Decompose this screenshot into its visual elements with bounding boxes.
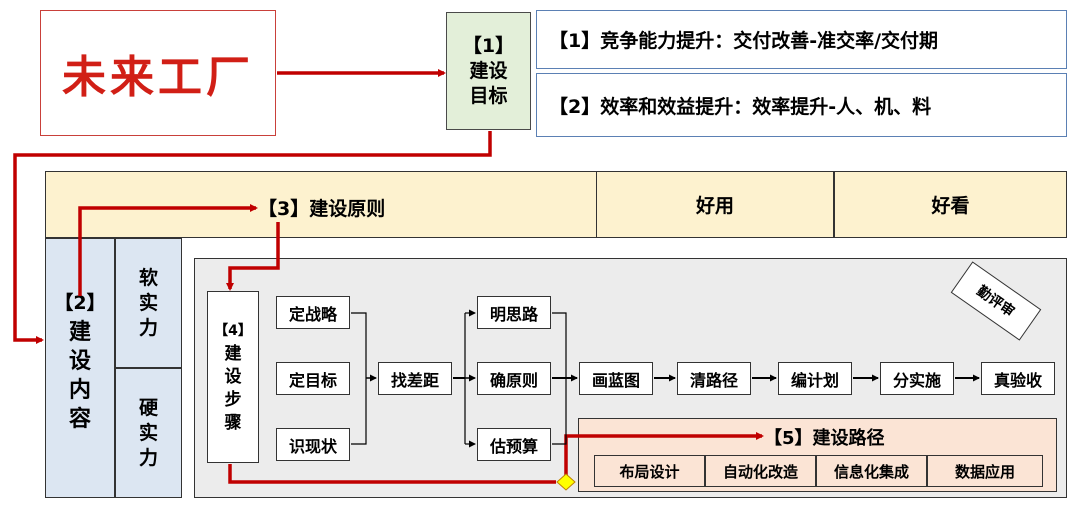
hard-char2: 实 — [138, 421, 158, 444]
step-identify-status-text: 识现状 — [288, 436, 337, 456]
step-clarify-idea: 明思路 — [477, 296, 551, 329]
step-identify-status: 识现状 — [276, 428, 350, 461]
step-confirm-principle-text: 确原则 — [489, 370, 538, 390]
goal-item-1-text: 【1】竞争能力提升：交付改善-准交率/交付期 — [549, 30, 939, 52]
bracket-left — [351, 312, 367, 445]
principle-good-use-text: 好用 — [695, 195, 734, 217]
steps-label-char1: 建 — [224, 343, 242, 364]
goal-item-2-text: 【2】效率和效益提升：效率提升-人、机、料 — [549, 95, 932, 118]
goal-item-competitiveness: 【1】竞争能力提升：交付改善-准交率/交付期 — [536, 10, 1067, 69]
step-confirm-principle: 确原则 — [477, 362, 551, 395]
principle-good-look: 好看 — [834, 171, 1067, 238]
content-label-char2: 设 — [68, 349, 91, 374]
step-define-strategy-text: 定战略 — [288, 304, 337, 324]
step-make-plan: 编计划 — [778, 362, 852, 395]
steps-label-char4: 骤 — [224, 412, 242, 433]
step-clarify-idea-text: 明思路 — [489, 304, 538, 324]
hard-power-cell: 硬 实 力 — [115, 368, 182, 498]
steps-label-char2: 设 — [224, 366, 242, 387]
step-make-plan-text: 编计划 — [790, 370, 839, 390]
goal-label-line1: 建设 — [469, 59, 508, 82]
junction-diamond — [556, 473, 576, 491]
step-draw-blueprint-text: 画蓝图 — [591, 370, 640, 390]
content-label-char4: 容 — [68, 407, 91, 432]
arrow-path-entry — [564, 432, 764, 482]
step-implement-text: 分实施 — [892, 370, 941, 390]
soft-power-cell: 软 实 力 — [115, 238, 182, 368]
path-title: 【5】建设路径 — [764, 428, 885, 449]
path-item-data-application-text: 数据应用 — [954, 462, 1015, 481]
factory-title: 未来工厂 — [62, 52, 254, 103]
goal-label-box: 【1】 建设 目标 — [446, 12, 531, 130]
steps-label-box: 【4】 建 设 步 骤 — [207, 291, 259, 463]
step-draw-blueprint: 画蓝图 — [579, 362, 653, 395]
path-item-layout-text: 布局设计 — [619, 462, 680, 481]
soft-char1: 软 — [138, 266, 158, 289]
step-find-gap-text: 找差距 — [390, 370, 439, 390]
principle-good-use: 好用 — [596, 171, 834, 238]
step-define-strategy: 定战略 — [276, 296, 350, 329]
goal-item-efficiency: 【2】效率和效益提升：效率提升-人、机、料 — [536, 73, 1067, 137]
step-acceptance-text: 真验收 — [993, 370, 1042, 390]
step-define-target: 定目标 — [276, 362, 350, 395]
principles-label: 【3】建设原则 — [258, 198, 386, 220]
path-item-automation-text: 自动化改造 — [722, 462, 798, 481]
arrow-goal-to-content — [13, 131, 492, 344]
content-label-char3: 内 — [68, 378, 91, 403]
factory-title-box: 未来工厂 — [40, 10, 276, 136]
path-item-informatization-text: 信息化集成 — [833, 462, 909, 481]
goal-label-number: 【1】 — [462, 34, 515, 57]
soft-char2: 实 — [138, 291, 158, 314]
content-label-char1: 建 — [68, 320, 91, 345]
arrow-steps-to-path — [228, 464, 556, 484]
path-item-automation: 自动化改造 — [705, 455, 816, 487]
step-clear-path: 清路径 — [677, 362, 751, 395]
hard-char1: 硬 — [138, 396, 158, 419]
step-implement: 分实施 — [880, 362, 954, 395]
content-label-number: 【2】 — [54, 292, 106, 314]
path-item-informatization: 信息化集成 — [816, 455, 927, 487]
soft-char3: 力 — [138, 316, 158, 339]
arrow-principles-to-steps — [226, 222, 280, 291]
goal-label-line2: 目标 — [469, 84, 508, 107]
arrow-content-to-principles — [78, 204, 258, 296]
hard-char3: 力 — [138, 446, 158, 469]
step-acceptance: 真验收 — [981, 362, 1055, 395]
path-item-data-application: 数据应用 — [927, 455, 1043, 487]
step-find-gap: 找差距 — [378, 362, 452, 395]
path-item-layout: 布局设计 — [594, 455, 705, 487]
step-estimate-budget: 估预算 — [477, 428, 551, 461]
step-clear-path-text: 清路径 — [689, 370, 738, 390]
principle-good-look-text: 好看 — [931, 195, 970, 217]
steps-label-number: 【4】 — [214, 322, 252, 339]
steps-label-char3: 步 — [224, 389, 242, 410]
step-define-target-text: 定目标 — [288, 370, 337, 390]
step-estimate-budget-text: 估预算 — [489, 436, 538, 456]
